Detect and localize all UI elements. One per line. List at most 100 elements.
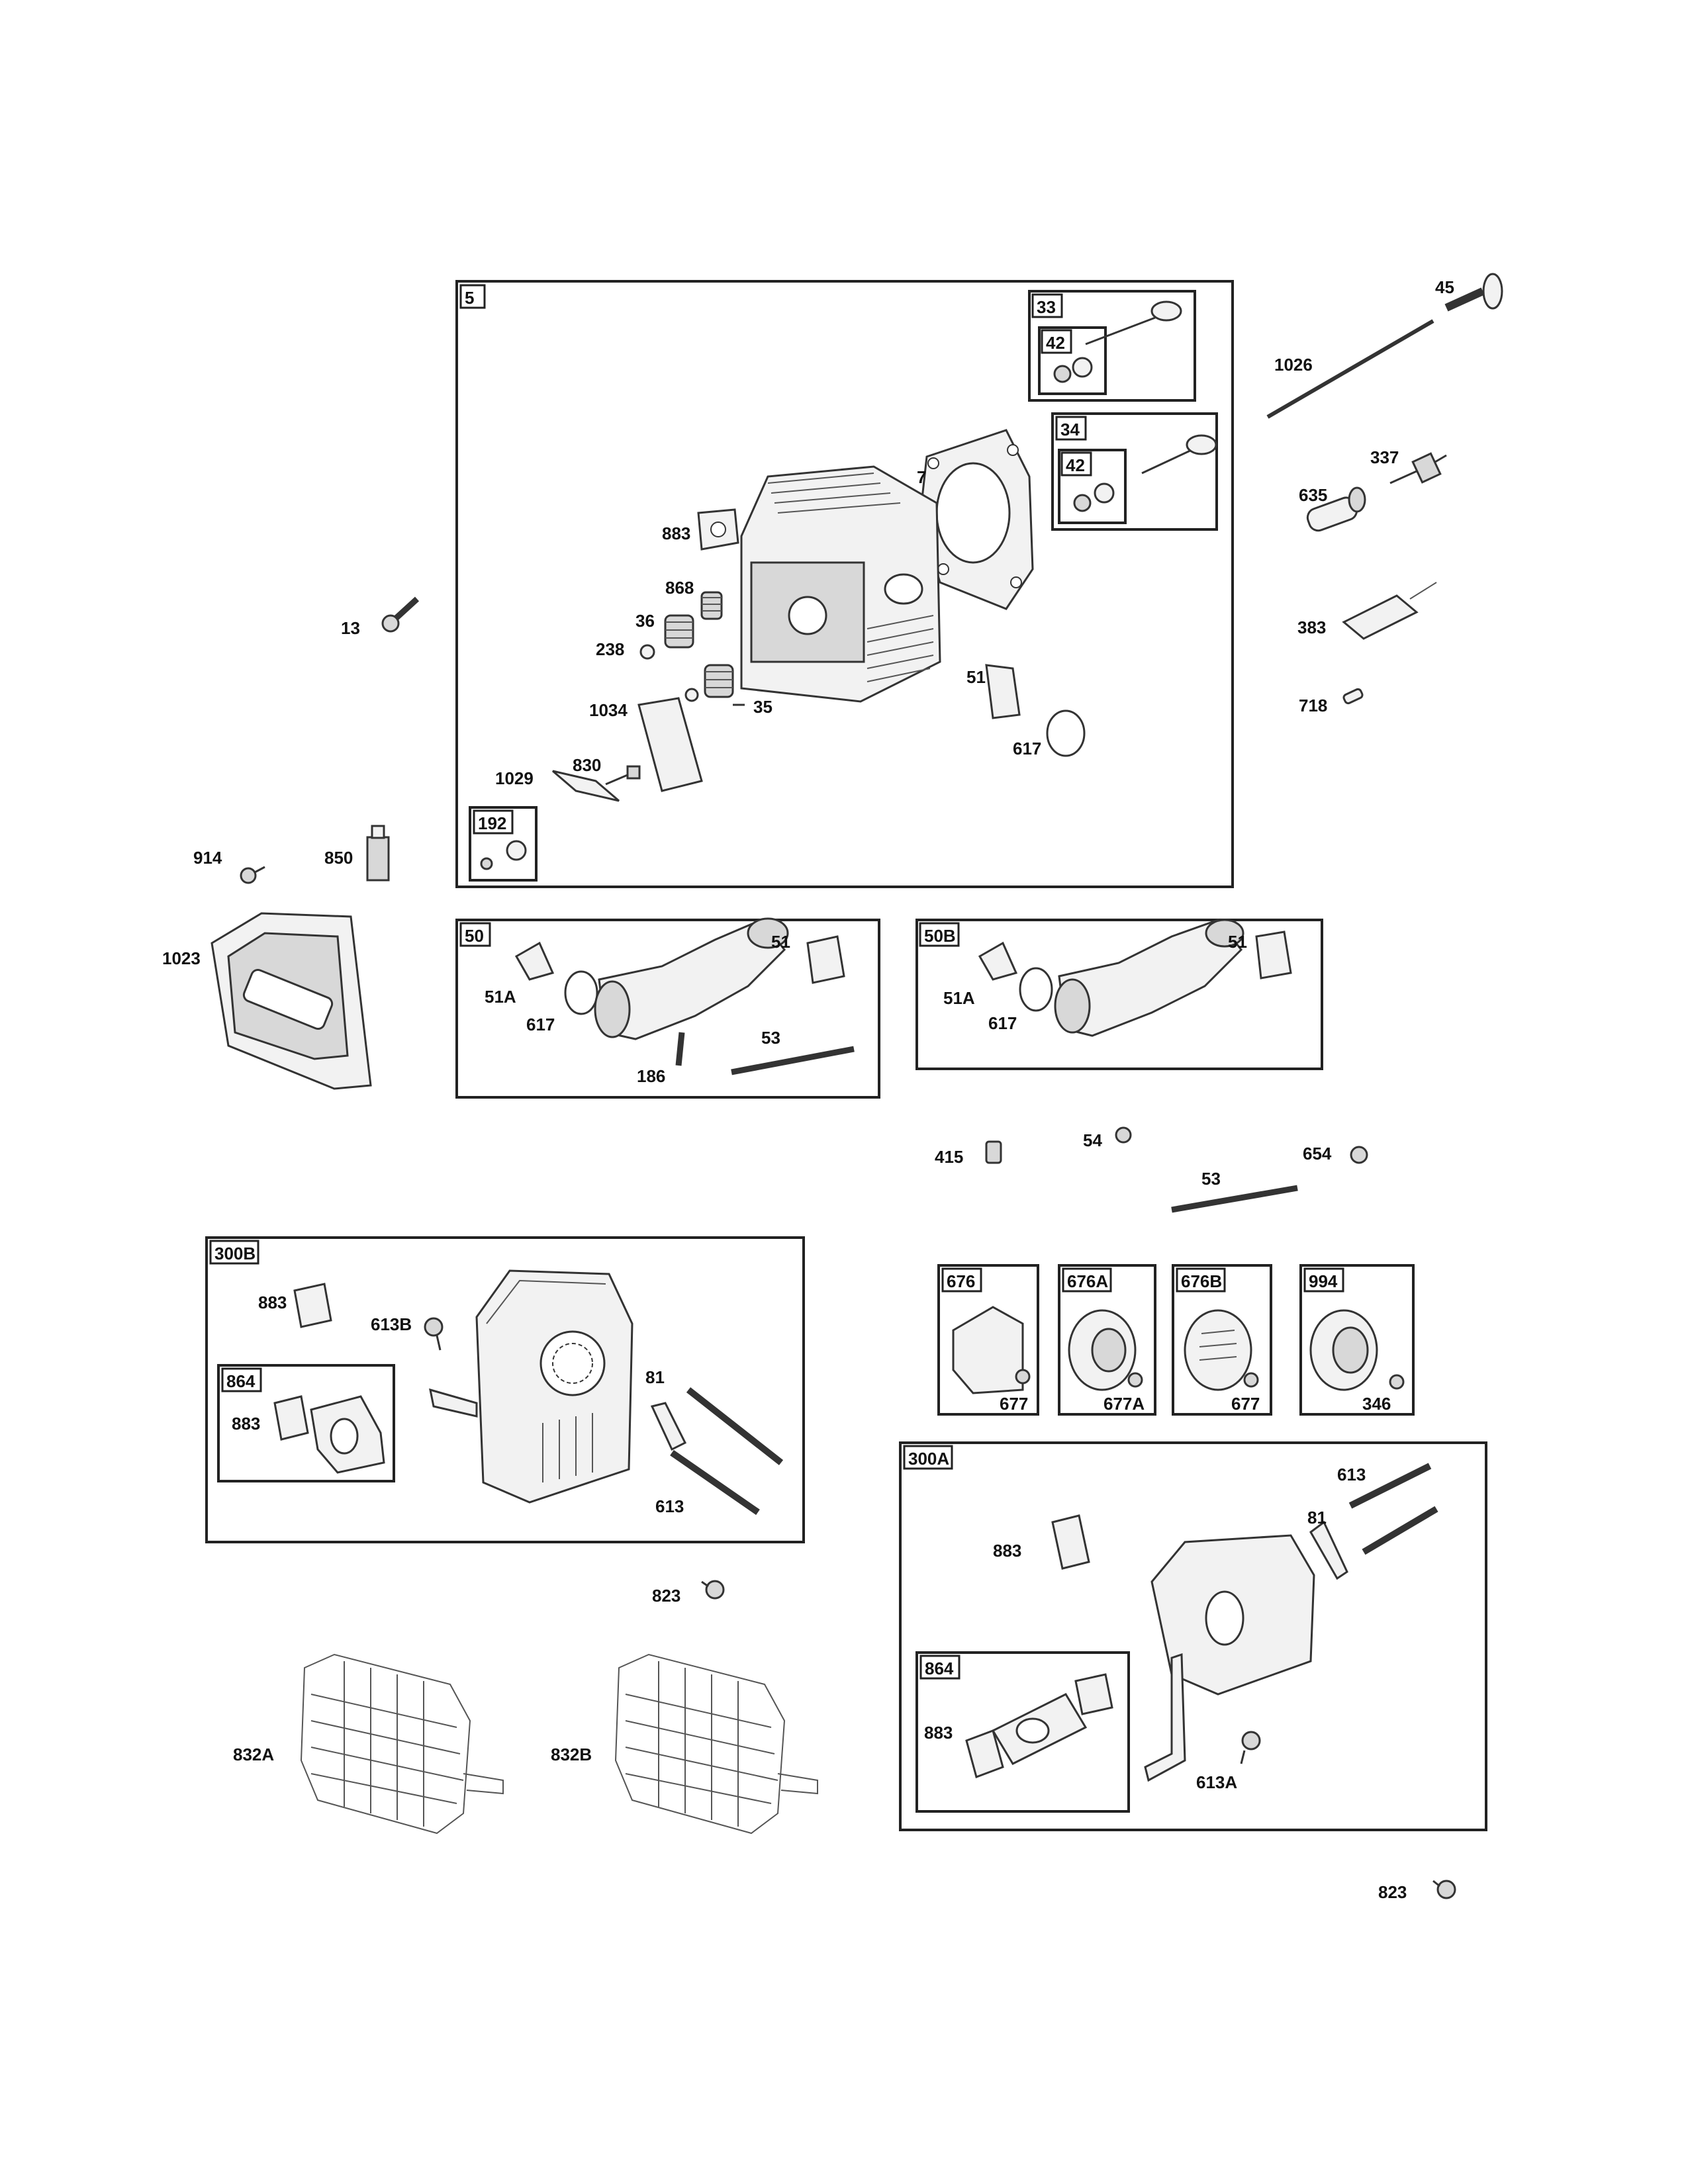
nut-icon-654 — [1350, 1146, 1368, 1164]
group-tag-864-a: 864 — [226, 1371, 256, 1391]
stud-icon-53 — [731, 1046, 855, 1075]
pin-icon — [1342, 688, 1364, 705]
group-tag-5: 5 — [465, 288, 474, 308]
screw-icon-613A — [1240, 1731, 1261, 1764]
group-tag-300B: 300B — [214, 1244, 256, 1263]
label-51-b: 51 — [771, 932, 790, 952]
label-850: 850 — [324, 848, 353, 868]
label-1023: 1023 — [162, 948, 201, 968]
group-676B-deflector: 676B — [1172, 1264, 1272, 1416]
label-830: 830 — [573, 755, 601, 775]
label-823-b: 823 — [1378, 1882, 1407, 1902]
plug-icon-186 — [675, 1032, 685, 1066]
group-994-deflector: 994 — [1299, 1264, 1415, 1416]
label-823: 823 — [652, 1586, 680, 1606]
flange-gasket-icon — [273, 1395, 309, 1441]
label-677-b: 677 — [1231, 1394, 1260, 1414]
group-50B-exhaust-manifold: 50B — [915, 919, 1323, 1070]
valve-keeper-icon-b — [1073, 494, 1092, 512]
spark-plug-boot-icon — [1306, 486, 1366, 532]
label-54: 54 — [1083, 1130, 1102, 1150]
group-tag-676B: 676B — [1181, 1271, 1222, 1291]
label-677: 677 — [1000, 1394, 1028, 1414]
group-300A-muffler: 300A 864 — [899, 1441, 1487, 1831]
spark-arrestor-icon — [952, 1306, 1024, 1394]
sealant-tube-icon — [366, 825, 390, 882]
cylinder-head-icon — [740, 465, 941, 703]
screw-icon-823-a — [701, 1580, 725, 1600]
label-883-e: 883 — [924, 1723, 953, 1743]
label-7: 7 — [917, 467, 926, 487]
group-tag-42-b: 42 — [1066, 455, 1085, 475]
group-tag-50B: 50B — [924, 926, 956, 946]
label-613-b: 613 — [1337, 1465, 1366, 1484]
label-617: 617 — [1013, 739, 1041, 758]
group-tag-34: 34 — [1060, 420, 1080, 439]
valve-retainer-icon-b — [1094, 482, 1115, 504]
label-337: 337 — [1370, 447, 1399, 467]
label-832B: 832B — [551, 1745, 592, 1764]
muffler-gasket-icon-883-d — [1051, 1514, 1090, 1570]
breather-gasket-icon — [552, 770, 620, 802]
retainer-icon-b — [684, 688, 699, 702]
label-415: 415 — [935, 1147, 963, 1167]
valve-keeper-icon — [1053, 365, 1072, 383]
group-tag-300A: 300A — [908, 1449, 949, 1469]
label-613A: 613A — [1196, 1772, 1237, 1792]
muffler-bracket-icon — [650, 1402, 687, 1451]
exhaust-manifold-icon — [594, 917, 789, 1040]
label-613B: 613B — [371, 1314, 412, 1334]
retainer-icon-238 — [639, 644, 655, 660]
flange-gasket-icon-c — [1074, 1673, 1113, 1715]
group-50-exhaust-manifold: 50 — [455, 917, 880, 1099]
screw-icon-914 — [240, 866, 265, 884]
screw-icon-613-a — [670, 1387, 784, 1516]
muffler-bracket-icon-81 — [1309, 1520, 1348, 1580]
label-383: 383 — [1297, 617, 1326, 637]
screw-icon-613-b — [1348, 1463, 1438, 1555]
manifold-gasket-icon-51-50B — [1255, 931, 1292, 979]
bolt-icon-13 — [381, 596, 420, 633]
exhaust-flange-icon-b — [991, 1693, 1088, 1765]
label-883-b: 883 — [258, 1293, 287, 1312]
exhaust-flange-icon — [310, 1395, 385, 1474]
group-tag-994: 994 — [1309, 1271, 1338, 1291]
label-613: 613 — [655, 1496, 684, 1516]
screw-icon-823-b — [1432, 1880, 1456, 1899]
label-718: 718 — [1299, 696, 1327, 715]
label-53-b: 53 — [1201, 1169, 1221, 1189]
breather-plate-icon — [637, 697, 703, 792]
deflector-icon-676B — [1184, 1309, 1252, 1391]
label-868: 868 — [665, 578, 694, 598]
label-617-c: 617 — [988, 1013, 1017, 1033]
label-13: 13 — [341, 618, 360, 638]
manifold-gasket-icon-50B — [978, 941, 1018, 981]
label-45: 45 — [1435, 277, 1454, 297]
label-883-c: 883 — [232, 1414, 260, 1433]
muffler-gasket-icon — [293, 1283, 332, 1328]
label-914: 914 — [193, 848, 222, 868]
label-635: 635 — [1299, 485, 1327, 505]
label-1026: 1026 — [1274, 355, 1313, 375]
breather-cap-icon — [506, 840, 527, 861]
label-51-c: 51 — [1228, 932, 1247, 952]
screw-icon-677A — [1127, 1372, 1143, 1388]
group-300B-muffler: 300B 864 — [205, 1236, 805, 1543]
exhaust-valve-icon — [1141, 434, 1217, 475]
valve-icon-45 — [1444, 273, 1503, 312]
label-1029: 1029 — [495, 768, 534, 788]
group-5-cylinder-head: 5 33 42 34 42 — [455, 280, 1234, 888]
stud-icon-53-b — [1171, 1185, 1298, 1213]
ignition-coil-icon — [1342, 582, 1437, 640]
screw-icon-677 — [1015, 1369, 1031, 1385]
o-ring-icon-50B — [1019, 967, 1053, 1012]
label-51A-b: 51A — [943, 988, 975, 1008]
group-tag-42-a: 42 — [1046, 333, 1065, 353]
screw-icon-346 — [1389, 1374, 1405, 1390]
group-tag-192: 192 — [478, 813, 506, 833]
breather-valve-icon — [480, 857, 493, 870]
o-ring-icon-50 — [564, 970, 598, 1015]
group-tag-33: 33 — [1037, 297, 1056, 317]
manifold-gasket-icon-51 — [806, 935, 845, 984]
o-ring-icon — [1046, 709, 1086, 757]
